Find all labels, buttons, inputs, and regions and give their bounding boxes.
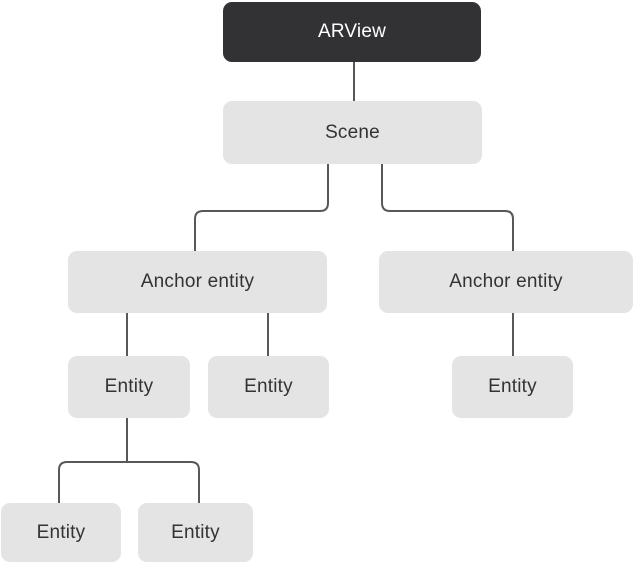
node-entity-4: Entity [1,503,121,562]
node-scene: Scene [223,101,482,164]
node-anchor-entity-1: Anchor entity [68,251,327,313]
edge-scene-anchor-2 [381,164,514,251]
node-anchor-entity-2: Anchor entity [379,251,633,313]
node-entity-1: Entity [68,356,190,418]
node-entity-3: Entity [452,356,573,418]
edge-entity-1-children [58,461,200,503]
edge-scene-anchor-1 [194,164,329,251]
node-entity-2: Entity [208,356,329,418]
node-arview: ARView [223,2,481,62]
node-entity-5: Entity [138,503,253,562]
